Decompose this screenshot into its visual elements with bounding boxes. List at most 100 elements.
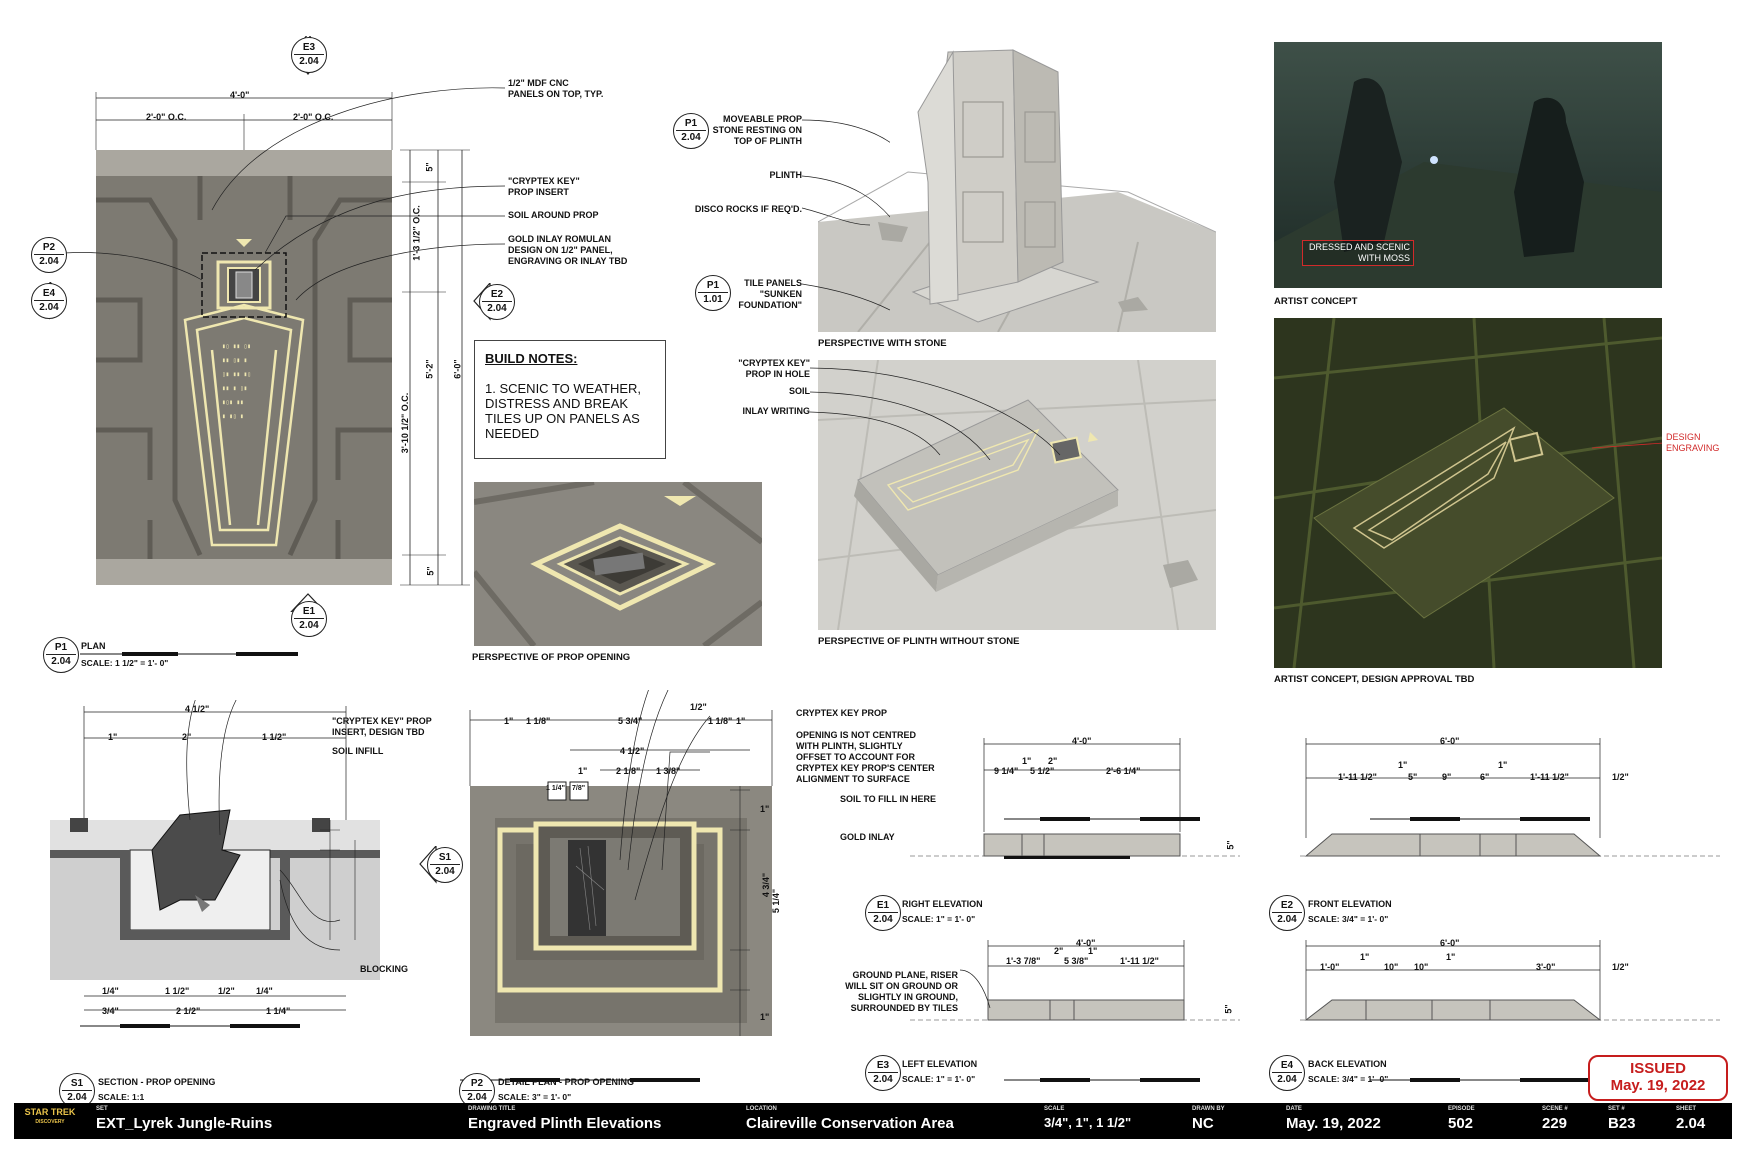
e2-dim-d: 9" bbox=[1442, 772, 1452, 782]
section-callout-blocking: BLOCKING bbox=[360, 964, 408, 974]
e2-dim-b: 1" bbox=[1398, 760, 1408, 770]
tag-e1-bottom[interactable]: E1 2.04 bbox=[290, 593, 328, 638]
section-dim-c1: 3/4" bbox=[102, 1006, 119, 1016]
svg-text:▮▮ ▯▮ ▮: ▮▮ ▯▮ ▮ bbox=[222, 357, 247, 364]
detail-dim-right-1: 4 3/4" bbox=[761, 872, 772, 898]
plan-dim-v6-0: 6'-0" bbox=[452, 359, 463, 379]
caption-prop-opening: PERSPECTIVE OF PROP OPENING bbox=[472, 652, 631, 663]
plan-callout-soil: SOIL AROUND PROP bbox=[508, 210, 599, 220]
detail-dim-r3-0: 1" bbox=[578, 766, 588, 776]
plan-dim-v5-2: 5'-2" bbox=[424, 359, 435, 379]
tag-s1-detail[interactable]: S1 2.04 bbox=[419, 846, 464, 884]
detail-scale: SCALE: 3" = 1'- 0" bbox=[498, 1092, 572, 1102]
detail-callout-gold: GOLD INLAY bbox=[840, 832, 895, 842]
callout-cryptex-hole: "CRYPTEX KEY" PROP IN HOLE bbox=[738, 358, 810, 379]
plan-dim-v1-3: 1'-3 1/2" O.C. bbox=[411, 205, 422, 261]
tb-episode-key: EPISODE bbox=[1448, 1106, 1475, 1112]
callout-tile: TILE PANELS "SUNKEN FOUNDATION" bbox=[738, 278, 802, 310]
without-stone-leaders bbox=[809, 367, 1061, 460]
e2-dim-g: 1'-11 1/2" bbox=[1530, 772, 1569, 782]
plan-title-tag: P1 2.04 bbox=[42, 636, 80, 674]
tb-date-key: DATE bbox=[1286, 1106, 1302, 1112]
e2-title: FRONT ELEVATION bbox=[1308, 899, 1392, 909]
svg-text:▮▯▮ ▮▮: ▮▯▮ ▮▮ bbox=[222, 399, 244, 406]
tb-scale-value: 3/4", 1", 1 1/2" bbox=[1044, 1115, 1132, 1130]
e4-dim-f: 3'-0" bbox=[1536, 962, 1556, 972]
plan-dim-overall: 4'-0" bbox=[230, 90, 250, 100]
svg-text:▮ ▮▯ ▮: ▮ ▮▯ ▮ bbox=[222, 413, 244, 420]
concept-label-engraving: DESIGN ENGRAVING bbox=[1666, 432, 1720, 453]
caption-artist-concept: ARTIST CONCEPT bbox=[1274, 296, 1358, 307]
e2-dim-h: 1/2" bbox=[1612, 772, 1629, 782]
e4-scale: SCALE: 3/4" = 1'- 0" bbox=[1308, 1074, 1389, 1084]
section-dim-b2: 1 1/2" bbox=[165, 986, 190, 996]
e4-title: BACK ELEVATION bbox=[1308, 1059, 1387, 1069]
e1-title-tag: E1 2.04 bbox=[864, 894, 902, 932]
detail-dim-r2: 4 1/2" bbox=[620, 746, 645, 756]
e4-dim-b: 1" bbox=[1360, 952, 1370, 962]
tag-e2-right[interactable]: E2 2.04 bbox=[473, 283, 516, 321]
e2-dim-f: 1" bbox=[1498, 760, 1508, 770]
e1-dim-h: 5" bbox=[1225, 840, 1236, 850]
e3-dim-overall: 4'-0" bbox=[1076, 938, 1096, 948]
detail-callout-opening: OPENING IS NOT CENTRED WITH PLINTH, SLIG… bbox=[796, 730, 935, 784]
tag-p1-tile[interactable]: P1 1.01 bbox=[694, 274, 732, 312]
without-stone-render bbox=[818, 360, 1216, 630]
tb-setno-key: SET # bbox=[1608, 1106, 1625, 1112]
section-drawing bbox=[50, 700, 380, 1028]
plan-callout-mdf: 1/2" MDF CNC PANELS ON TOP, TYP. bbox=[508, 78, 604, 99]
detail-dim-r3-2: 1 3/8" bbox=[656, 766, 681, 776]
e4-title-tag: E4 2.04 bbox=[1268, 1054, 1306, 1092]
tag-e4-left[interactable]: E4 2.04 bbox=[30, 282, 68, 320]
plan-callout-gold: GOLD INLAY ROMULAN DESIGN ON 1/2" PANEL,… bbox=[508, 234, 628, 266]
section-title: SECTION - PROP OPENING bbox=[98, 1077, 216, 1087]
svg-text:▮▯ ▮▮ ▯▮: ▮▯ ▮▮ ▯▮ bbox=[222, 343, 251, 350]
plan-title: PLAN bbox=[81, 641, 106, 651]
build-notes-body: 1. SCENIC TO WEATHER, DISTRESS AND BREAK… bbox=[485, 381, 642, 441]
with-stone-leaders bbox=[801, 119, 890, 311]
title-block: STAR TREK DISCOVERY SET EXT_Lyrek Jungle… bbox=[14, 1103, 1732, 1139]
e2-scale: SCALE: 3/4" = 1'- 0" bbox=[1308, 914, 1389, 924]
ground-plane-note: GROUND PLANE, RISER WILL SIT ON GROUND O… bbox=[845, 970, 958, 1013]
prop-opening-render bbox=[474, 482, 762, 646]
e1-dim-a: 9 1/4" bbox=[994, 766, 1019, 776]
section-dim-d2: 2" bbox=[182, 732, 192, 742]
tb-episode-value: 502 bbox=[1448, 1115, 1474, 1132]
section-dim-c3: 1 1/4" bbox=[266, 1006, 291, 1016]
e4-dim-overall: 6'-0" bbox=[1440, 938, 1460, 948]
issued-stamp: ISSUED May. 19, 2022 bbox=[1588, 1055, 1728, 1101]
tag-p2-left[interactable]: P2 2.04 bbox=[30, 236, 68, 274]
tag-e3-top[interactable]: E3 2.04 bbox=[290, 36, 328, 75]
e1-dim-e: 2'-6 1/4" bbox=[1106, 766, 1141, 776]
plan-dim-v5-bot: 5" bbox=[425, 566, 436, 576]
detail-dim-right-2: 5 1/4" bbox=[771, 888, 782, 914]
show-logo: STAR TREK DISCOVERY bbox=[24, 1107, 76, 1125]
plan-dim-oc-right: 2'-0" O.C. bbox=[293, 112, 334, 122]
plan-scale: SCALE: 1 1/2" = 1'- 0" bbox=[81, 658, 169, 668]
issued-date: May. 19, 2022 bbox=[1610, 1077, 1706, 1094]
tag-p1-persp[interactable]: P1 2.04 bbox=[672, 112, 710, 150]
detail-dim-right-0: 1" bbox=[760, 804, 770, 814]
build-notes-heading: BUILD NOTES: bbox=[485, 351, 578, 366]
detail-callout-cryptex: CRYPTEX KEY PROP bbox=[796, 708, 888, 718]
e3-dim-a: 1'-3 7/8" bbox=[1006, 956, 1041, 966]
callout-plinth: PLINTH bbox=[769, 170, 803, 180]
callout-moveable: MOVEABLE PROP STONE RESTING ON TOP OF PL… bbox=[712, 114, 802, 146]
plan-dim-v3-10: 3'-10 1/2" O.C. bbox=[400, 392, 411, 454]
e3-dim-b: 2" bbox=[1054, 946, 1064, 956]
section-scale: SCALE: 1:1 bbox=[98, 1092, 145, 1102]
with-stone-render bbox=[818, 49, 1216, 332]
artist-concept-1 bbox=[1274, 42, 1662, 288]
plan-dim-v5-top: 5" bbox=[424, 162, 435, 172]
tb-drawn-value: NC bbox=[1192, 1115, 1214, 1132]
detail-dim-r1-4: 1" bbox=[736, 716, 746, 726]
tb-set-key: SET bbox=[96, 1106, 108, 1112]
plan-callout-cryptex: "CRYPTEX KEY" PROP INSERT bbox=[508, 176, 580, 197]
e3-title: LEFT ELEVATION bbox=[902, 1059, 978, 1069]
detail-dim-box-1: 7/8" bbox=[572, 785, 586, 792]
e4-dim-e: 1" bbox=[1446, 952, 1456, 962]
callout-disco: DISCO ROCKS IF REQ'D. bbox=[694, 204, 802, 214]
issued-label: ISSUED bbox=[1630, 1060, 1686, 1077]
tb-setno-value: B23 bbox=[1608, 1115, 1636, 1132]
section-dim-c2: 2 1/2" bbox=[176, 1006, 201, 1016]
